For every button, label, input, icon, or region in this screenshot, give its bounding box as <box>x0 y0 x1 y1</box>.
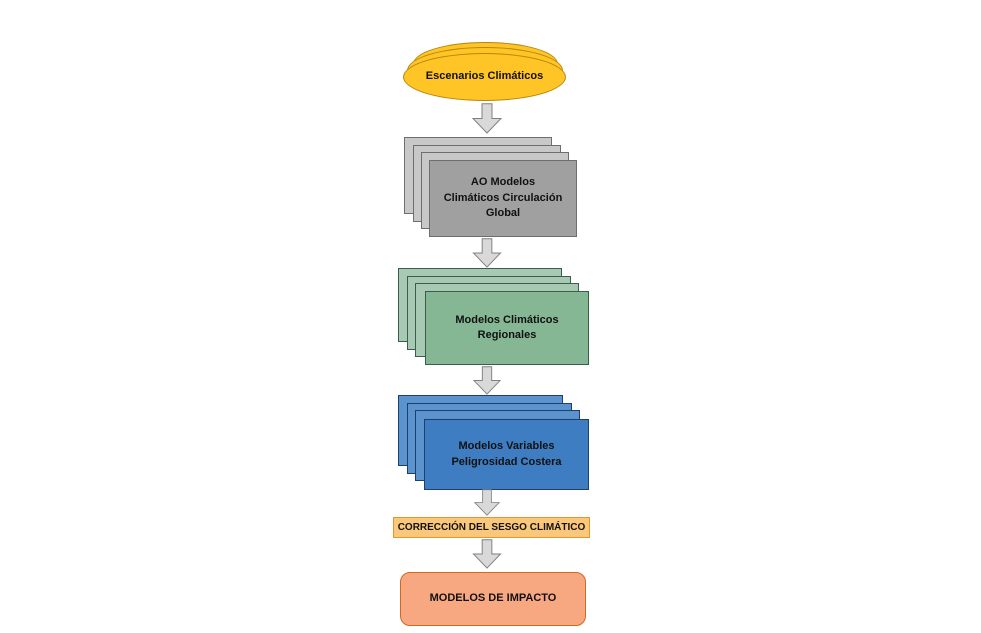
escenarios-node: Escenarios Climáticos <box>403 42 566 102</box>
impacto-node: MODELOS DE IMPACTO <box>400 572 586 626</box>
down-arrow-icon <box>472 366 502 395</box>
stack-front-layer: Modelos Variables Peligrosidad Costera <box>424 419 589 490</box>
regionales-node: Modelos Climáticos Regionales <box>398 268 593 368</box>
stack-front-layer: Modelos Climáticos Regionales <box>425 291 589 365</box>
escenarios-label: Escenarios Climáticos <box>425 70 544 83</box>
regionales-label: Modelos Climáticos Regionales <box>455 313 559 341</box>
down-arrow-icon <box>472 238 502 268</box>
ao-modelos-node: AO Modelos Climáticos Circulación Global <box>404 137 584 239</box>
stack-front-layer: AO Modelos Climáticos Circulación Global <box>429 160 577 237</box>
impacto-label: MODELOS DE IMPACTO <box>429 592 557 605</box>
down-arrow-icon <box>472 539 502 569</box>
down-arrow-icon <box>471 103 503 134</box>
correccion-band: CORRECCIÓN DEL SESGO CLIMÁTICO <box>393 517 590 538</box>
ao-modelos-label: AO Modelos Climáticos Circulación Global <box>443 176 563 220</box>
correccion-label: CORRECCIÓN DEL SESGO CLIMÁTICO <box>397 521 586 533</box>
peligrosidad-label: Modelos Variables Peligrosidad Costera <box>451 440 562 468</box>
down-arrow-icon <box>473 489 501 516</box>
ellipse-front-layer: Escenarios Climáticos <box>403 53 566 101</box>
peligrosidad-node: Modelos Variables Peligrosidad Costera <box>398 395 593 493</box>
